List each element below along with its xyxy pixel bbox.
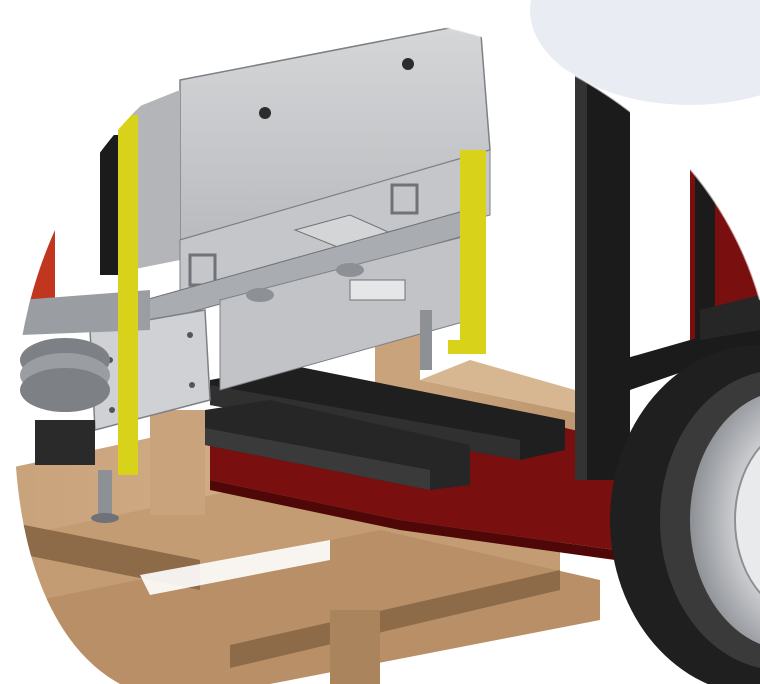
bolt-icon	[259, 107, 271, 119]
yellow-bar-left	[118, 115, 138, 475]
black-crossbar	[620, 320, 760, 390]
handle-right	[390, 183, 419, 215]
magnifier-circle-icon	[530, 0, 760, 105]
black-foam-beams	[205, 365, 565, 490]
wood-block-left	[150, 410, 205, 515]
red-side-panel-left	[20, 210, 55, 310]
wheel-icon	[610, 345, 760, 684]
bolt-icon	[402, 58, 414, 70]
yellow-bar-right	[460, 150, 486, 350]
